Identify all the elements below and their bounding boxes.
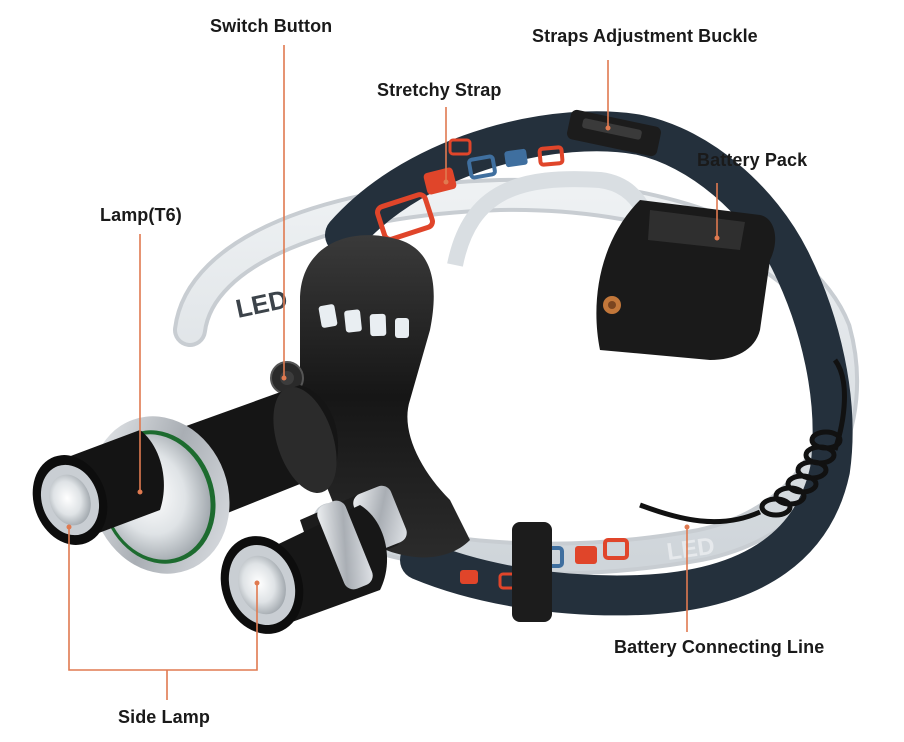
label-side-lamp: Side Lamp xyxy=(118,707,210,727)
strap-clip xyxy=(512,522,552,622)
label-battery-pack: Battery Pack xyxy=(697,150,808,170)
left-side-lamp xyxy=(32,430,164,545)
battery-coil-cable xyxy=(639,358,847,525)
band-print-left: LED xyxy=(233,284,290,324)
strap-buckle xyxy=(567,109,661,157)
label-battery-connecting-line: Battery Connecting Line xyxy=(614,637,825,657)
leader-lines xyxy=(66,45,720,700)
leader-side-lamp xyxy=(68,527,258,671)
front-side-lamp xyxy=(220,500,388,634)
label-stretchy-strap: Stretchy Strap xyxy=(377,80,502,100)
band-print-right: LED xyxy=(665,533,716,566)
label-lamp-t6: Lamp(T6) xyxy=(100,205,182,225)
label-switch-button: Switch Button xyxy=(210,16,333,36)
lamp-housing xyxy=(270,235,470,558)
label-straps-adjustment-buckle: Straps Adjustment Buckle xyxy=(532,26,758,46)
battery-pack-shape xyxy=(596,200,776,360)
